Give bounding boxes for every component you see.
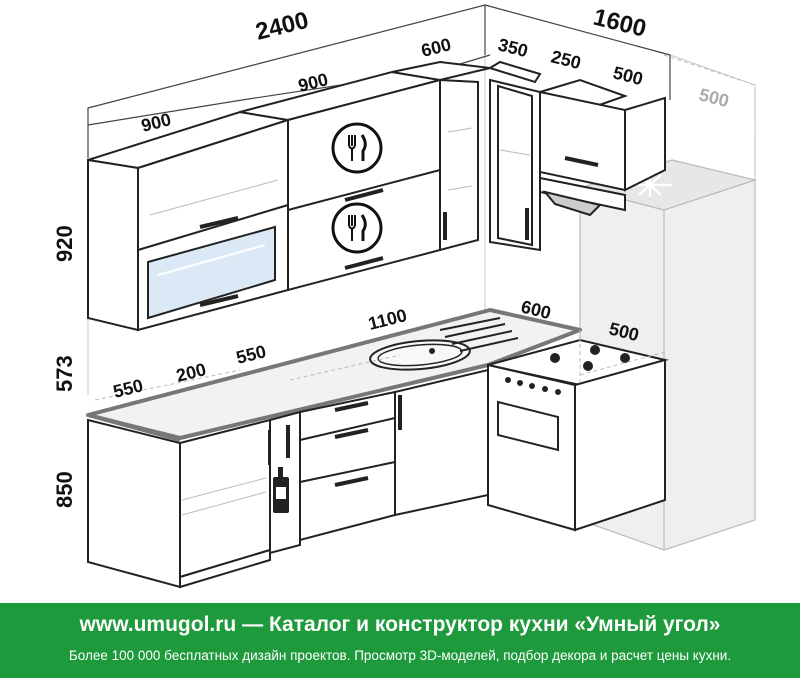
dim-900-a: 900 — [139, 109, 173, 136]
upper-glass-panel — [147, 225, 276, 320]
footer-title-line: www.umugol.ru — Каталог и конструктор ку… — [0, 613, 800, 637]
dim-250: 250 — [549, 46, 583, 73]
plinth — [179, 548, 271, 589]
footer-dash: — — [236, 613, 269, 636]
dim-350: 350 — [496, 34, 530, 61]
sink — [369, 317, 519, 371]
dim-200: 200 — [174, 359, 208, 386]
upper-corner-cabinet — [391, 60, 491, 252]
fork-knife-icon — [331, 122, 383, 174]
dim-1100: 1100 — [366, 305, 409, 334]
dim-1600: 1600 — [591, 4, 649, 43]
footer-banner: www.umugol.ru — Каталог и конструктор ку… — [0, 603, 800, 678]
upper-right-cabinet-2 — [536, 78, 666, 192]
site-link[interactable]: www.umugol.ru — [79, 613, 237, 636]
bottle-icon — [273, 467, 289, 513]
stove — [487, 338, 669, 532]
footer-title: Каталог и конструктор кухни «Умный угол» — [268, 613, 721, 636]
dim-573: 573 — [52, 355, 77, 392]
footer-subtitle: Более 100 000 бесплатных дизайн проектов… — [68, 648, 732, 663]
fork-knife-icon — [331, 202, 383, 254]
burners — [550, 345, 630, 371]
dim-920: 920 — [52, 225, 77, 262]
dim-600-top: 600 — [419, 34, 453, 61]
dim-500-fridge: 500 — [697, 84, 731, 111]
dim-500-top: 500 — [611, 62, 645, 89]
dim-2400: 2400 — [253, 7, 311, 46]
range-hood — [539, 176, 626, 217]
base-corner-cabinet — [394, 368, 489, 517]
upper-right-cabinet-1 — [487, 60, 542, 252]
base-cabinet-drawers — [299, 390, 396, 542]
dim-850: 850 — [52, 471, 77, 508]
dim-550-b: 550 — [234, 341, 268, 368]
kitchen-diagram: 2400 1600 900 900 600 350 250 500 500 92… — [52, 4, 758, 589]
dim-550-a: 550 — [111, 375, 145, 402]
